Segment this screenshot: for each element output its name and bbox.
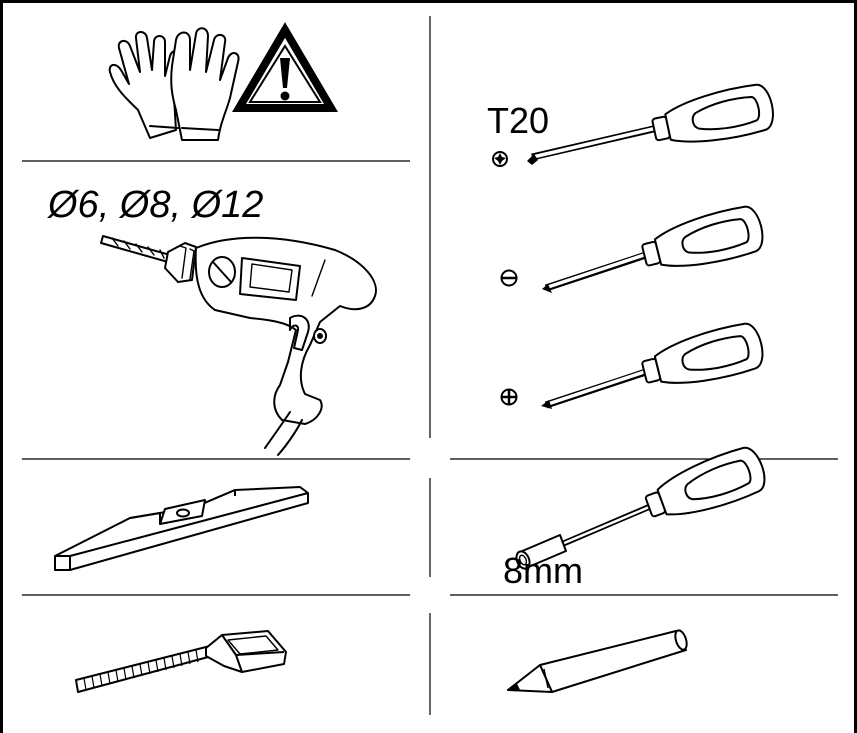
torx-size-label: T20 [487, 100, 550, 141]
nut-driver-size-label: 8mm [503, 550, 583, 591]
spirit-level-icon [54, 486, 309, 571]
grid-dividers [22, 16, 838, 715]
flat-screwdriver-icon [542, 202, 768, 293]
torx-screwdriver-icon [527, 80, 778, 165]
flat-tip-symbol-icon [500, 269, 518, 287]
torx-tip-symbol-icon [492, 151, 508, 167]
tape-measure-icon [75, 630, 287, 693]
phillips-screwdriver-icon [541, 319, 768, 409]
phillips-tip-symbol-icon [500, 388, 518, 406]
nut-driver-icon [515, 442, 772, 570]
electric-drill-icon [100, 235, 377, 456]
drill-bit-sizes-label: Ø6, Ø8, Ø12 [48, 184, 264, 226]
work-gloves-icon [108, 27, 240, 141]
warning-triangle-icon [231, 22, 339, 112]
pencil-icon [507, 629, 688, 693]
